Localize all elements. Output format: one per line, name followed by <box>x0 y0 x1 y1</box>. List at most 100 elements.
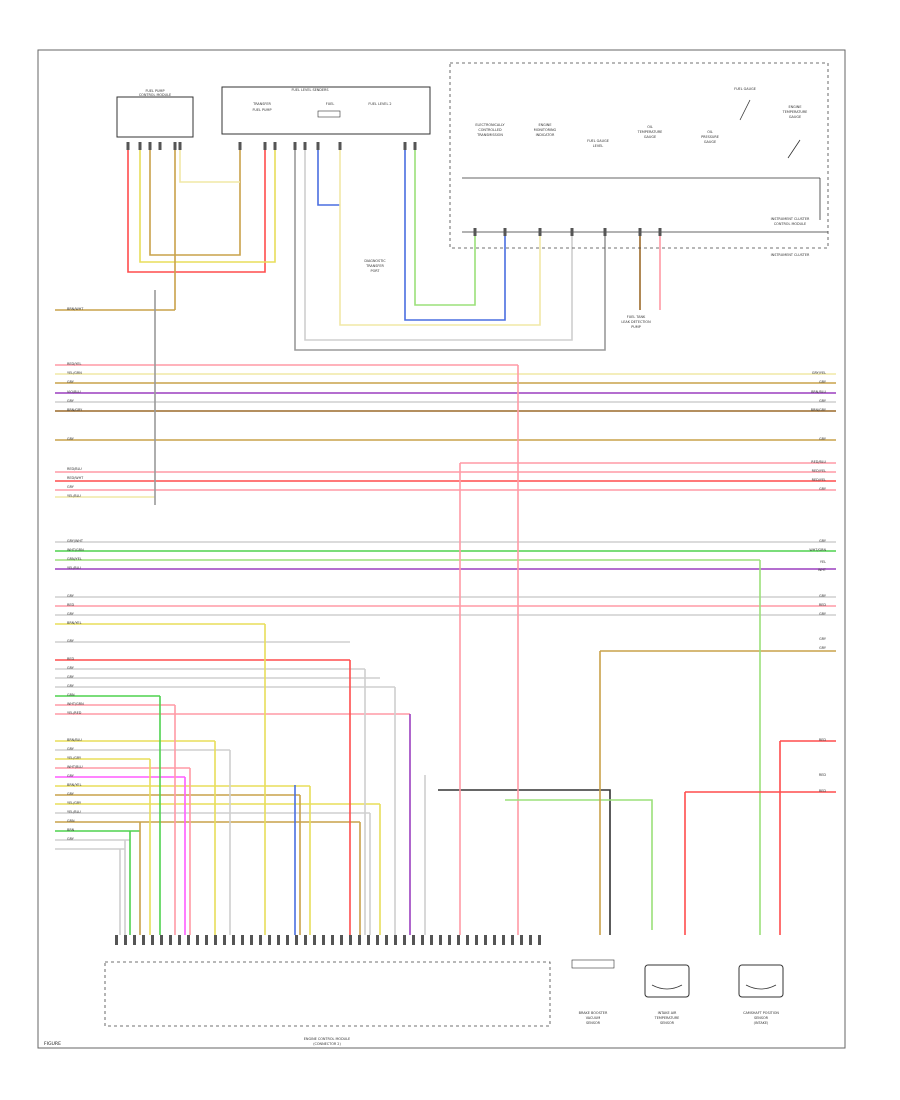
wire-label: GRY <box>67 675 75 679</box>
cm2-l2: MONITORING <box>534 128 557 132</box>
fuel-tank-note-l3: PUMP <box>631 325 641 329</box>
wire-label: YEL/BLU <box>67 810 81 814</box>
engine-control-module: ENGINE CONTROL MODULE (CONNECTOR 2) <box>104 961 551 1046</box>
module-pin <box>303 142 307 150</box>
cm1-l3: TRANSMISSION <box>476 133 503 137</box>
cluster-module-3: FUEL GAUGE LEVEL <box>587 139 609 148</box>
cm5-l3: GAUGE <box>704 140 716 144</box>
cm2-l1: ENGINE <box>539 123 552 127</box>
splice-note-l2: TRANSFER <box>365 264 384 268</box>
module-pin <box>138 142 142 150</box>
sensor-c-l2: SENSOR <box>754 1016 769 1020</box>
wire-label: GRY <box>67 437 75 441</box>
module-pin <box>148 142 152 150</box>
wire-label: RED <box>819 738 826 742</box>
ecm-pin <box>376 935 379 945</box>
ecm-pin <box>223 935 226 945</box>
cluster-pin <box>538 228 542 236</box>
wire-label: RED/BLU <box>67 467 82 471</box>
fpcm-tan-loop <box>149 145 241 256</box>
wire-label: GRY <box>819 399 827 403</box>
engine-temp-l1: ENGINE <box>789 105 802 109</box>
fpcm-yel-loop <box>139 145 276 263</box>
wire-label: WHT <box>818 568 827 572</box>
wire-label: RED <box>819 789 826 793</box>
wire-label: RED/YEL <box>67 362 81 366</box>
wire-label: BRN/BLU <box>67 738 82 742</box>
wire-label: YEL/BLU <box>67 494 81 498</box>
cluster-pin <box>570 228 574 236</box>
cm4-l3: GAUGE <box>644 135 656 139</box>
ecm-pin <box>205 935 208 945</box>
module-pin <box>293 142 297 150</box>
ecm-pin <box>385 935 388 945</box>
sensor-brake-booster: BRAKE BOOSTER VACUUM SENSOR <box>571 959 615 1025</box>
wire-label: BRN/YEL <box>67 621 82 625</box>
wire-label: GRN/YEL <box>67 557 82 561</box>
wire-label: YEL/GRY <box>67 801 82 805</box>
left-wire-labels: BRN/WHT RED/YEL YEL/GRN GRY VIO/BLU GRY … <box>67 307 84 841</box>
ecm-pin <box>268 935 271 945</box>
cluster-pin <box>638 228 642 236</box>
sensor-a-l3: SENSOR <box>586 1021 601 1025</box>
cm4-l1: OIL <box>647 125 653 129</box>
cm4-l2: TEMPERATURE <box>637 130 663 134</box>
ecm-pin-row <box>115 142 662 945</box>
diagram-frame <box>37 49 846 1049</box>
red-wire-2 <box>779 740 836 935</box>
engine-temp-needle <box>787 139 801 159</box>
module-pin <box>263 142 267 150</box>
ecm-pin <box>511 935 514 945</box>
cm1-l2: CONTROLLED <box>478 128 502 132</box>
splice-note-l3: PORT <box>371 269 381 273</box>
right-wire-labels: GRY/YEL GRY BRN/BLU GRY BRN/GRY GRY RED/… <box>809 371 827 793</box>
module-pin <box>173 142 177 150</box>
ecm-label-2: (CONNECTOR 2) <box>313 1042 341 1046</box>
ecm-pin <box>241 935 244 945</box>
wire-label: YEL/BLU <box>67 566 81 570</box>
cluster-module-5: OIL PRESSURE GAUGE <box>701 130 719 144</box>
wire-label: WHT/BLU <box>67 765 83 769</box>
ecm-pin <box>448 935 451 945</box>
sensor-b-l2: TEMPERATURE <box>654 1016 680 1020</box>
sensor-a-l2: VACUUM <box>586 1016 601 1020</box>
fuel-tank-note-l2: LEAK DETECTION <box>621 320 651 324</box>
wire-label: WHT/GRN <box>67 548 84 552</box>
wire-label: GRY <box>67 612 75 616</box>
ecm-pin <box>421 935 424 945</box>
wire-label: GRY/YEL <box>812 371 826 375</box>
module-pin <box>316 142 320 150</box>
cm5-l1: OIL <box>707 130 713 134</box>
cluster-module-2: ENGINE MONITORING INDICATOR <box>534 123 557 137</box>
ecm-pin <box>259 935 262 945</box>
wire-label: GRY <box>819 612 827 616</box>
fuel-pump-ctrl-label-1: FUEL PUMP <box>145 89 164 93</box>
wire-label: GRY <box>819 646 827 650</box>
cream-loop <box>339 145 541 326</box>
fuel-level-2-label: FUEL LEVEL 2 <box>368 102 391 106</box>
sensor-c-l1: CAMSHAFT POSITION <box>743 1011 779 1015</box>
ecm-pin <box>295 935 298 945</box>
fuel-gauge-label: FUEL GAUGE <box>734 87 756 91</box>
wire-label: GRY <box>67 684 75 688</box>
ecm-pin <box>331 935 334 945</box>
splice-note-l1: DIAGNOSTIC <box>364 259 386 263</box>
ecm-pin <box>133 935 136 945</box>
fuel-label: FUEL <box>326 102 335 106</box>
wire-label: RED <box>819 773 826 777</box>
splice-note: DIAGNOSTIC TRANSFER PORT <box>364 259 386 273</box>
ecm-pin <box>169 935 172 945</box>
wire-label: YEL/RED <box>67 711 82 715</box>
cm1-l1: ELECTRONICALLY <box>475 123 505 127</box>
wire-label: GRY <box>67 639 75 643</box>
ecm-pin <box>412 935 415 945</box>
wire-label: GRY <box>67 792 75 796</box>
ecm-pin <box>160 935 163 945</box>
wire-label: GRY <box>819 539 827 543</box>
wire-label: GRY <box>67 380 75 384</box>
wire-label: RED <box>67 603 74 607</box>
sensor-intake-air: INTAKE AIR TEMPERATURE SENSOR <box>644 964 690 1025</box>
ecm-pin <box>178 935 181 945</box>
gray-loop <box>294 145 606 351</box>
wire-label: GRY <box>67 594 75 598</box>
